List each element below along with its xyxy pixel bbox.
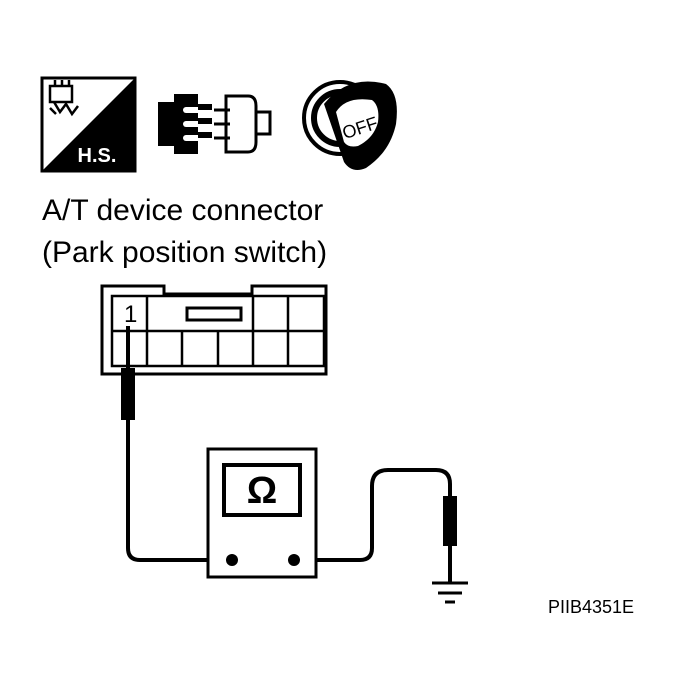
connector-lock xyxy=(185,306,243,322)
connector-disconnect-icon xyxy=(158,94,272,154)
terminal-number: 1 xyxy=(124,301,137,328)
figure-code: PIIB4351E xyxy=(548,597,634,617)
meter-terminal-left xyxy=(226,554,238,566)
ignition-off-icon: OFF xyxy=(302,80,397,170)
harness-glyph xyxy=(48,80,79,117)
harness-badge-label: H.S. xyxy=(78,145,117,167)
meter-lead-right xyxy=(294,468,452,562)
meter-lead-left xyxy=(126,420,232,562)
title-line-1: A/T device connector xyxy=(42,194,323,227)
ohmmeter-display xyxy=(222,463,302,517)
ohm-symbol: Ω xyxy=(247,470,277,512)
probe-ground xyxy=(443,496,457,582)
harness-sign-icon: H.S. xyxy=(40,76,137,173)
connector-cavities xyxy=(112,296,324,366)
probe-terminal-1 xyxy=(121,326,135,420)
ground-icon xyxy=(432,581,468,604)
meter-terminal-right xyxy=(288,554,300,566)
title-line-2: (Park position switch) xyxy=(42,236,327,269)
ohmmeter: Ω xyxy=(206,447,318,579)
